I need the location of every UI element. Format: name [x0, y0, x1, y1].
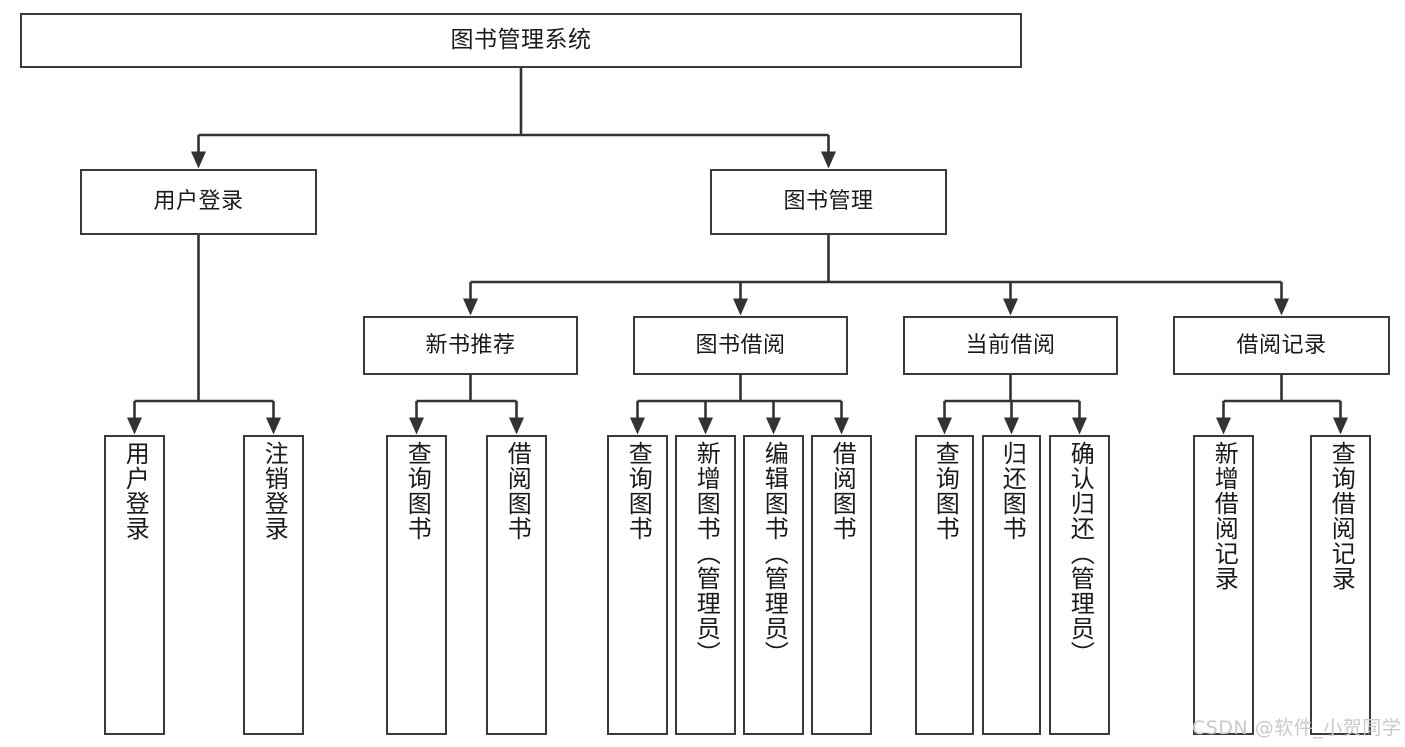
node-label-leaf_cb_query: 查询图书 [931, 441, 960, 541]
edge-arrowhead-user_login-0 [127, 417, 142, 435]
node-leaf_cb_return[interactable]: 归还图书 [982, 435, 1041, 735]
edge-arrowhead-root-1 [821, 151, 836, 169]
edge-arrowhead-new_book_rec-1 [509, 417, 524, 435]
node-label-leaf_cb_confirm: 确认归还（管理员） [1066, 441, 1095, 666]
node-label-current_borrow: 当前借阅 [965, 332, 1056, 358]
edge-arrowhead-book_borrow-2 [766, 417, 781, 435]
edge-arrowhead-user_login-1 [266, 417, 281, 435]
edge-arrowhead-current_borrow-1 [1004, 417, 1019, 435]
node-leaf_bb_borrow[interactable]: 借阅图书 [811, 435, 872, 735]
node-leaf_bb_edit[interactable]: 编辑图书（管理员） [743, 435, 804, 735]
node-label-leaf_user_login: 用户登录 [121, 441, 150, 541]
node-label-leaf_nbr_query: 查询图书 [403, 441, 432, 541]
node-label-leaf_user_logout: 注销登录 [260, 441, 289, 541]
node-leaf_cb_query[interactable]: 查询图书 [915, 435, 974, 735]
edge-arrowhead-new_book_rec-0 [409, 417, 424, 435]
edge-arrowhead-book_manage-3 [1274, 298, 1289, 316]
edge-arrowhead-book_manage-1 [733, 298, 748, 316]
node-label-leaf_br_add: 新增借阅记录 [1210, 441, 1239, 591]
node-leaf_br_query[interactable]: 查询借阅记录 [1310, 435, 1371, 735]
edge-arrowhead-current_borrow-2 [1072, 417, 1087, 435]
edge-arrowhead-book_manage-0 [463, 298, 478, 316]
node-book_manage[interactable]: 图书管理 [710, 169, 947, 235]
edge-arrowhead-root-0 [191, 151, 206, 169]
node-label-root: 图书管理系统 [450, 26, 592, 53]
node-label-book_manage: 图书管理 [783, 189, 874, 215]
node-label-leaf_nbr_borrow: 借阅图书 [503, 441, 532, 541]
node-leaf_br_add[interactable]: 新增借阅记录 [1193, 435, 1254, 735]
node-label-leaf_bb_borrow: 借阅图书 [828, 441, 857, 541]
node-label-user_login: 用户登录 [153, 189, 244, 215]
node-current_borrow[interactable]: 当前借阅 [903, 316, 1118, 375]
node-borrow_record[interactable]: 借阅记录 [1173, 316, 1390, 375]
node-leaf_bb_query[interactable]: 查询图书 [607, 435, 668, 735]
node-label-borrow_record: 借阅记录 [1236, 332, 1327, 358]
node-label-leaf_cb_return: 归还图书 [998, 441, 1027, 541]
node-book_borrow[interactable]: 图书借阅 [633, 316, 848, 375]
edge-arrowhead-borrow_record-0 [1216, 417, 1231, 435]
node-user_login[interactable]: 用户登录 [80, 169, 317, 235]
node-label-book_borrow: 图书借阅 [695, 332, 786, 358]
edge-arrowhead-current_borrow-0 [937, 417, 952, 435]
node-label-leaf_bb_query: 查询图书 [624, 441, 653, 541]
node-leaf_nbr_query[interactable]: 查询图书 [386, 435, 447, 735]
csdn-watermark: CSDN @软件_小贺同学 [1192, 717, 1402, 739]
edge-arrowhead-book_manage-2 [1003, 298, 1018, 316]
edge-arrowhead-borrow_record-1 [1333, 417, 1348, 435]
edge-arrowhead-book_borrow-1 [698, 417, 713, 435]
node-leaf_user_login[interactable]: 用户登录 [104, 435, 165, 735]
edge-arrowhead-book_borrow-0 [630, 417, 645, 435]
node-label-leaf_br_query: 查询借阅记录 [1327, 441, 1356, 591]
edge-arrowhead-book_borrow-3 [834, 417, 849, 435]
node-new_book_rec[interactable]: 新书推荐 [363, 316, 578, 375]
node-root[interactable]: 图书管理系统 [20, 13, 1022, 68]
node-label-leaf_bb_edit: 编辑图书（管理员） [760, 441, 789, 666]
node-label-leaf_bb_add: 新增图书（管理员） [692, 441, 721, 666]
node-leaf_bb_add[interactable]: 新增图书（管理员） [675, 435, 736, 735]
node-label-new_book_rec: 新书推荐 [425, 332, 516, 358]
node-leaf_cb_confirm[interactable]: 确认归还（管理员） [1049, 435, 1110, 735]
node-leaf_nbr_borrow[interactable]: 借阅图书 [486, 435, 547, 735]
node-leaf_user_logout[interactable]: 注销登录 [243, 435, 304, 735]
